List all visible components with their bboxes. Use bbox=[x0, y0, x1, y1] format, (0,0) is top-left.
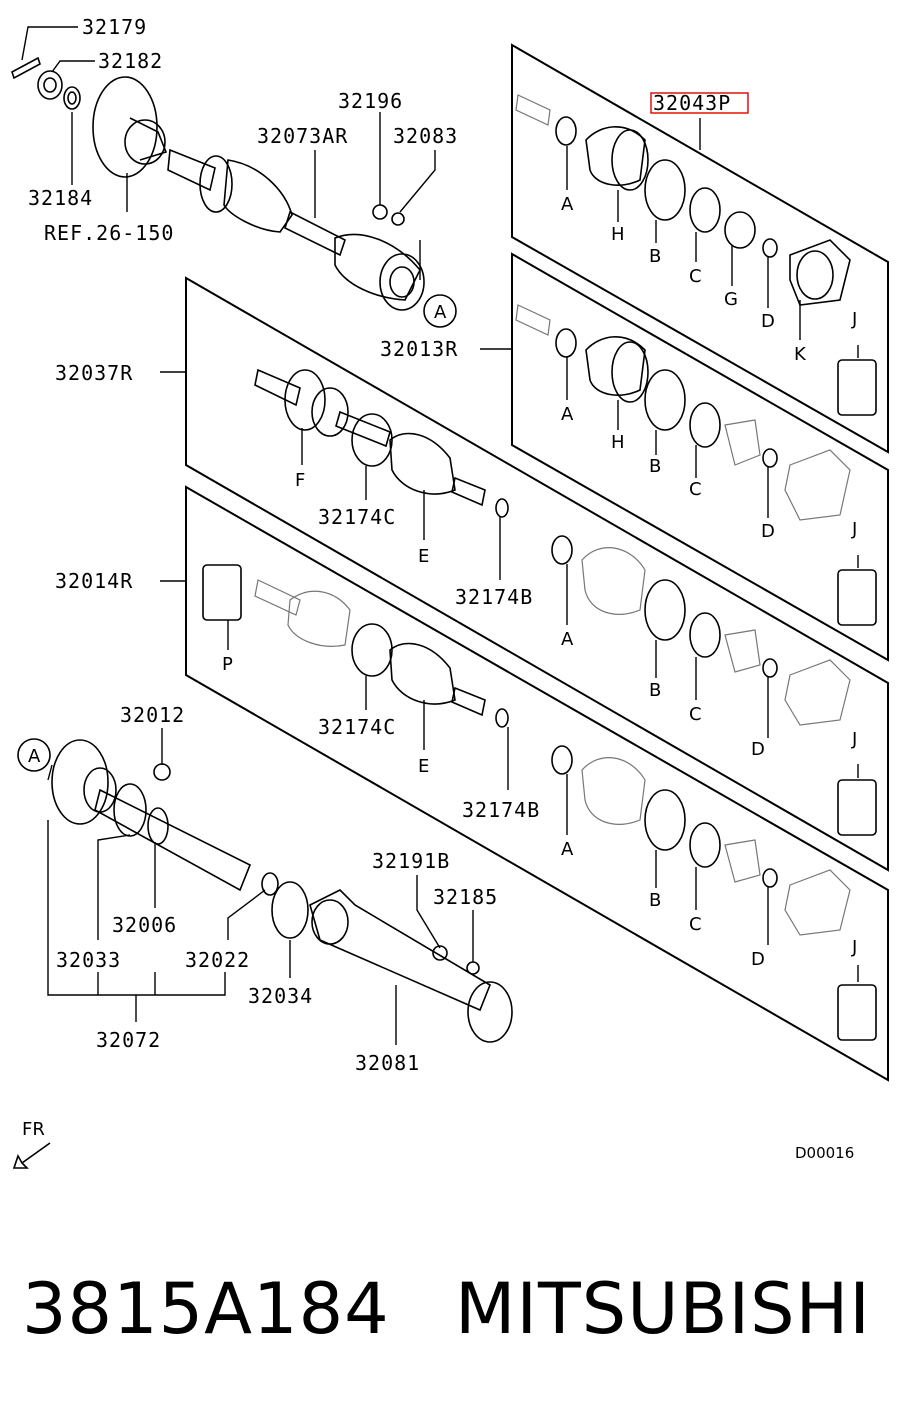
letter-f: F bbox=[295, 470, 305, 491]
shaft-32037r bbox=[254, 368, 851, 726]
letter-d: D bbox=[761, 311, 775, 332]
letter-p: P bbox=[222, 654, 233, 675]
label-code: D00016 bbox=[795, 1144, 854, 1162]
letter-g: G bbox=[724, 289, 738, 310]
label-32182: 32182 bbox=[98, 49, 163, 73]
label-32174c-2: 32174C bbox=[318, 715, 396, 739]
label-32037r: 32037R bbox=[55, 361, 133, 385]
part-number: 3815A184 bbox=[22, 1268, 390, 1350]
hub-assembly bbox=[11, 56, 168, 178]
letter-c: C bbox=[689, 266, 702, 287]
panel-32013r bbox=[511, 252, 889, 662]
letter-a: A bbox=[561, 629, 574, 650]
footer: 3815A184 MITSUBISHI bbox=[0, 1250, 909, 1370]
letter-e: E bbox=[418, 546, 429, 567]
letter-c: C bbox=[689, 479, 702, 500]
label-circle-a-1: A bbox=[28, 746, 41, 767]
label-32191b: 32191B bbox=[372, 849, 450, 873]
label-32185: 32185 bbox=[433, 885, 498, 909]
letter-c: C bbox=[689, 704, 702, 725]
panel-32037r bbox=[185, 276, 889, 872]
label-circle-a-2: A bbox=[434, 302, 447, 323]
label-32179: 32179 bbox=[82, 15, 147, 39]
letter-j: J bbox=[851, 937, 857, 958]
drive-shaft-32073ar bbox=[167, 148, 425, 311]
letter-e: E bbox=[418, 756, 429, 777]
label-32012: 32012 bbox=[120, 703, 185, 727]
letter-j: J bbox=[851, 519, 857, 540]
letter-b: B bbox=[649, 680, 661, 701]
letter-d: D bbox=[751, 949, 765, 970]
label-32174b-1: 32174B bbox=[455, 585, 533, 609]
label-32174c-1: 32174C bbox=[318, 505, 396, 529]
shaft-32014r bbox=[254, 579, 851, 936]
label-32006: 32006 bbox=[112, 913, 177, 937]
letter-b: B bbox=[649, 890, 661, 911]
letter-h: H bbox=[611, 432, 625, 453]
letter-a: A bbox=[561, 194, 574, 215]
label-32034: 32034 bbox=[248, 984, 313, 1008]
leader-lines bbox=[21, 26, 859, 1045]
letter-j: J bbox=[851, 309, 857, 330]
letter-h: H bbox=[611, 224, 625, 245]
rear-shaft-assembly bbox=[17, 294, 513, 1043]
label-32043p: 32043P bbox=[653, 91, 731, 115]
letter-b: B bbox=[649, 456, 661, 477]
letter-d: D bbox=[751, 739, 765, 760]
letter-b: B bbox=[649, 246, 661, 267]
highlight-box bbox=[650, 92, 749, 114]
label-32073ar: 32073AR bbox=[257, 124, 348, 148]
label-32072: 32072 bbox=[96, 1028, 161, 1052]
boot-kit-32013r bbox=[515, 304, 851, 521]
label-fr: FR bbox=[22, 1119, 45, 1140]
label-32022: 32022 bbox=[185, 948, 250, 972]
letter-a: A bbox=[561, 839, 574, 860]
label-ref: REF.26-150 bbox=[44, 221, 174, 245]
label-32081: 32081 bbox=[355, 1051, 420, 1075]
brand-name: MITSUBISHI bbox=[455, 1268, 871, 1350]
label-32174b-2: 32174B bbox=[462, 798, 540, 822]
letter-a: A bbox=[561, 404, 574, 425]
letter-j: J bbox=[851, 729, 857, 750]
panel-32043p bbox=[511, 43, 889, 454]
label-32196: 32196 bbox=[338, 89, 403, 113]
front-direction-arrow-icon bbox=[12, 1142, 51, 1169]
letter-c: C bbox=[689, 914, 702, 935]
label-32033: 32033 bbox=[56, 948, 121, 972]
panel-32014r bbox=[185, 485, 889, 1082]
label-32013r: 32013R bbox=[380, 337, 458, 361]
label-32083: 32083 bbox=[393, 124, 458, 148]
label-32184: 32184 bbox=[28, 186, 93, 210]
letter-labels: A H B C G D K J A H B C D J F E A B C D … bbox=[222, 194, 857, 970]
letter-d: D bbox=[761, 521, 775, 542]
grease-pack-icons bbox=[202, 359, 877, 1041]
boot-kit-32043p bbox=[515, 94, 851, 306]
letter-k: K bbox=[794, 344, 807, 365]
part-labels: 32179 32182 32184 REF.26-150 32196 32073… bbox=[22, 15, 854, 1162]
label-32014r: 32014R bbox=[55, 569, 133, 593]
